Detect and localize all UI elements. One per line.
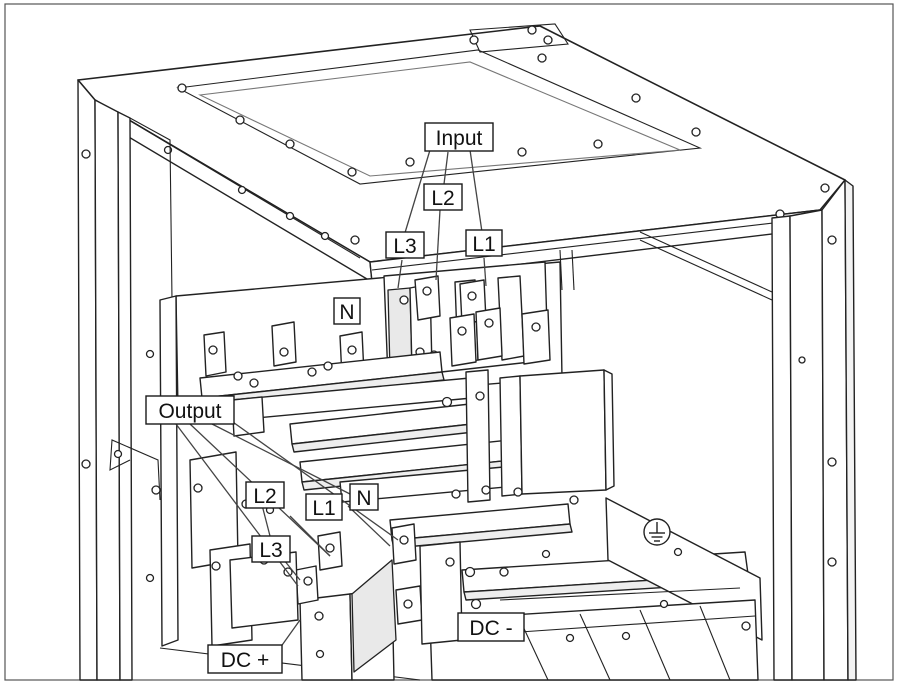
callout-dc-minus-text: DC - <box>469 617 512 640</box>
dc-busbars <box>299 541 463 681</box>
ground-icon <box>643 518 671 546</box>
roof-bolts <box>163 25 830 245</box>
callout-output-text: Output <box>158 400 221 423</box>
cabinet-posts <box>77 79 857 681</box>
callout-input-l3-text: L3 <box>393 235 416 258</box>
callout-output: Output <box>145 395 235 425</box>
callout-output-l3-text: L3 <box>259 539 282 562</box>
callout-output-n: N <box>349 483 379 511</box>
callout-dc-plus: DC + <box>207 644 283 674</box>
callout-input-l1: L1 <box>465 229 503 257</box>
callout-input-n-text: N <box>339 301 354 324</box>
callout-output-l2-text: L2 <box>253 485 276 508</box>
vertical-risers <box>451 369 615 559</box>
input-terminal-bracket <box>383 261 551 379</box>
callout-output-n-text: N <box>356 487 371 510</box>
callout-input-text: Input <box>436 127 483 150</box>
callout-input-l2-text: L2 <box>431 187 454 210</box>
left-side-brackets <box>113 349 299 647</box>
callout-input-l3: L3 <box>385 231 425 259</box>
callout-dc-plus-text: DC + <box>221 649 269 672</box>
callout-output-l1-text: L1 <box>312 497 335 520</box>
callout-input-n: N <box>333 297 361 325</box>
callout-output-l2: L2 <box>245 481 285 509</box>
callout-input: Input <box>424 122 494 152</box>
callout-input-l2: L2 <box>423 183 463 211</box>
callout-input-l1-text: L1 <box>472 233 495 256</box>
callout-output-l1: L1 <box>305 493 343 521</box>
callout-dc-minus: DC - <box>457 612 525 642</box>
callout-output-l3: L3 <box>251 535 291 563</box>
rear-frame <box>109 117 773 501</box>
